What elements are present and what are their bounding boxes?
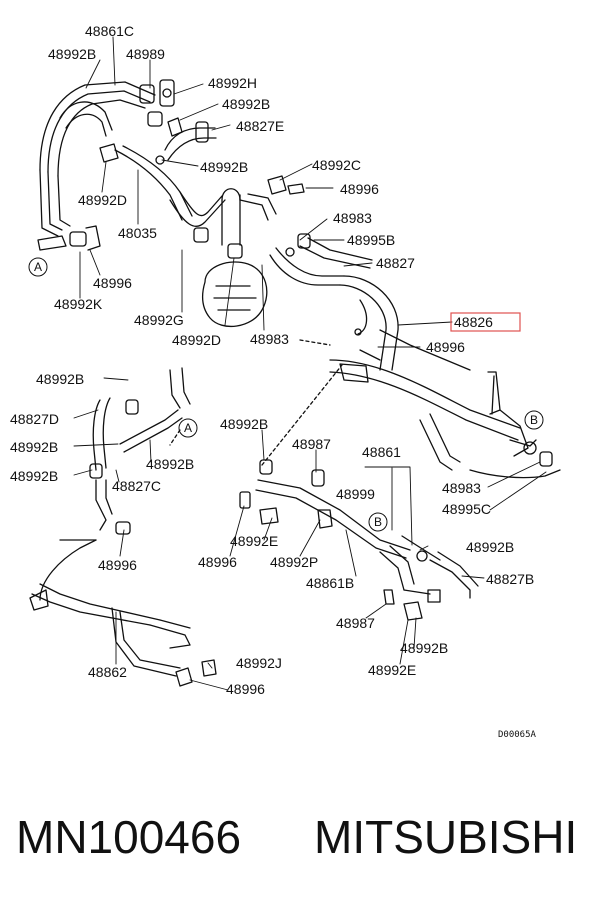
label-48827: 48827 [376,255,415,271]
brand-name: MITSUBISHI [314,811,578,863]
label-48992B-a: 48992B [48,46,96,62]
label-48861B: 48861B [306,575,354,591]
leader-lines [73,36,547,691]
label-48996-d: 48996 [98,557,137,573]
label-48996-b: 48996 [93,275,132,291]
label-48992J: 48992J [236,655,282,671]
label-48992B-h: 48992B [220,416,268,432]
label-48992K: 48992K [54,296,103,312]
steering-gear [329,329,561,479]
parts-diagram: A A B B 48861C 48992B 48989 48992H 48992… [10,23,561,740]
label-48035: 48035 [118,225,157,241]
hose-48035 [114,145,226,227]
label-48861: 48861 [362,444,401,460]
bolt-48996-top [267,175,305,195]
label-48987-b: 48987 [336,615,375,631]
label-48827B: 48827B [486,571,534,587]
label-48992B-g: 48992B [146,456,194,472]
label-48987-a: 48987 [292,436,331,452]
part-number: MN100466 [16,811,242,863]
label-48992B-d: 48992B [36,371,84,387]
label-48996-e: 48996 [198,554,237,570]
label-48992B-i: 48992B [466,539,514,555]
label-48826: 48826 [454,314,493,330]
label-48983-c: 48983 [442,480,481,496]
label-48861C: 48861C [85,23,134,39]
hose-48827E [164,121,217,161]
reservoir-pipe [221,188,277,246]
callout-group [28,257,544,532]
label-48992E-a: 48992E [230,533,278,549]
label-48992B-c: 48992B [200,159,248,175]
label-48992D: 48992D [78,192,127,208]
label-48862: 48862 [88,664,127,680]
label-48992B-b: 48992B [222,96,270,112]
callout-a2: A [184,421,192,435]
label-48992C: 48992C [312,157,361,173]
label-48983-a: 48983 [333,210,372,226]
callout-b2: B [374,515,382,529]
highlight-box [450,312,521,332]
label-48827C: 48827C [112,478,161,494]
label-48996-f: 48996 [226,681,265,697]
hose-48826 [269,247,399,371]
label-48992B-j: 48992B [400,640,448,656]
diagram-code: D00065A [498,730,537,740]
callout-b1: B [530,413,538,427]
label-48992E-b: 48992E [368,662,416,678]
label-48989: 48989 [126,46,165,62]
label-48996-c: 48996 [426,339,465,355]
label-48992B-e: 48992B [10,439,58,455]
label-48992H: 48992H [208,75,257,91]
label-48992D-b: 48992D [172,332,221,348]
label-48992P: 48992P [270,554,318,570]
callout-a1: A [34,260,42,274]
callout-circle-a1 [28,257,48,277]
callout-circle-a2 [178,418,198,438]
label-48992B-f: 48992B [10,468,58,484]
label-48995B: 48995B [347,232,395,248]
callout-circle-b1 [524,410,544,430]
pump-body [193,227,268,328]
top-left-hose-bundle [37,81,156,251]
callout-circle-b2 [368,512,388,532]
label-48983-b: 48983 [250,331,289,347]
lower-left-assembly [29,367,217,687]
label-48827D: 48827D [10,411,59,427]
label-48992G: 48992G [134,312,184,328]
label-48995C: 48995C [442,501,491,517]
dashed-guides [169,339,343,466]
label-48827E: 48827E [236,118,284,134]
footer: MN100466 MITSUBISHI [0,800,600,880]
label-48999: 48999 [336,486,375,502]
label-48996-a: 48996 [340,181,379,197]
